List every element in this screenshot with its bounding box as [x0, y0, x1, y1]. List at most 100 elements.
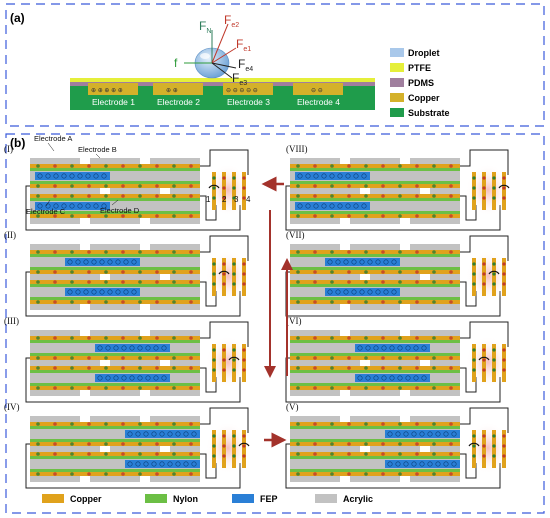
- copper-bar: [212, 172, 216, 210]
- panel-a-label: (a): [10, 11, 25, 25]
- bar-number-3: 3: [234, 195, 239, 204]
- copper-bar: [502, 430, 506, 468]
- fe1-vector: [211, 47, 237, 64]
- fep-slider: [295, 172, 370, 180]
- svg-text:⊖ ⊖ ⊖ ⊖ ⊖: ⊖ ⊖ ⊖ ⊖ ⊖: [226, 88, 258, 94]
- svg-text:⊖ ⊖: ⊖ ⊖: [311, 88, 323, 94]
- copper-bar: [232, 172, 236, 210]
- legend-swatch-ptfe: [390, 63, 404, 72]
- stage-label: (I): [4, 144, 13, 154]
- stage-label: (IV): [4, 402, 20, 412]
- legend-label-acrylic: Acrylic: [343, 494, 373, 504]
- stage-label: (VI): [286, 316, 302, 326]
- copper-bar: [482, 258, 486, 296]
- copper-bar: [232, 258, 236, 296]
- legend-swatch-acrylic: [315, 494, 337, 503]
- copper-bar: [472, 430, 476, 468]
- stage-label: (VIII): [286, 144, 308, 154]
- copper-bar: [482, 172, 486, 210]
- copper-bar: [492, 258, 496, 296]
- fe2-label: Fe2: [224, 13, 239, 29]
- copper-bar: [472, 172, 476, 210]
- stage-label: (III): [4, 316, 19, 326]
- stage-5: (V): [285, 402, 510, 489]
- electrode-b-label: Electrode B: [78, 145, 117, 154]
- copper-bar: [212, 344, 216, 382]
- fep-slider: [125, 460, 200, 468]
- electrode-a-label: Electrode A: [34, 134, 72, 143]
- fep-slider: [325, 288, 400, 296]
- electrode-1-label: Electrode 1: [92, 97, 135, 107]
- copper-bar: [502, 344, 506, 382]
- panel-a-device: ⊕ ⊕ ⊕ ⊕ ⊕ ⊕ ⊕ ⊖ ⊖ ⊖ ⊖ ⊖ ⊖ ⊖: [70, 78, 375, 110]
- legend-label-copper-b: Copper: [70, 494, 102, 504]
- bar-number-2: 2: [222, 195, 227, 204]
- copper-bar: [222, 172, 226, 210]
- fep-slider: [95, 344, 170, 352]
- stage-label: (V): [286, 402, 299, 412]
- stage-3: (III): [4, 316, 250, 403]
- legend-label-ptfe: PTFE: [408, 63, 431, 73]
- bar-number-1: 1: [206, 195, 211, 204]
- copper-bar: [242, 344, 246, 382]
- stage-label: (VII): [286, 230, 305, 240]
- panel-a-legend: Droplet PTFE PDMS Copper Substrate: [390, 48, 450, 118]
- copper-bar: [482, 344, 486, 382]
- legend-label-nylon: Nylon: [173, 494, 198, 504]
- copper-bar: [482, 430, 486, 468]
- copper-bar: [242, 172, 246, 210]
- stage-1: (I): [4, 144, 250, 231]
- electrode-2-label: Electrode 2: [157, 97, 200, 107]
- copper-bar: [232, 344, 236, 382]
- copper-bar: [222, 258, 226, 296]
- fep-slider: [355, 344, 430, 352]
- fe2-vector: [211, 23, 229, 64]
- fep-slider: [65, 288, 140, 296]
- bar-number-4: 4: [246, 195, 251, 204]
- svg-text:⊕ ⊕: ⊕ ⊕: [166, 88, 178, 94]
- copper-bar: [232, 430, 236, 468]
- stage-6: (VI): [285, 316, 510, 403]
- copper-bar: [492, 430, 496, 468]
- fep-slider: [385, 460, 460, 468]
- copper-bar: [212, 258, 216, 296]
- fep-slider: [325, 258, 400, 266]
- legend-swatch-pdms: [390, 78, 404, 87]
- electrode-3-label: Electrode 3: [227, 97, 270, 107]
- stage-8: (VIII): [285, 144, 510, 231]
- fe4-label: Fe4: [238, 57, 253, 73]
- legend-label-pdms: PDMS: [408, 78, 434, 88]
- legend-swatch-nylon: [145, 494, 167, 503]
- legend-label-droplet: Droplet: [408, 48, 440, 58]
- fep-slider: [35, 202, 110, 210]
- fep-slider: [385, 430, 460, 438]
- legend-swatch-copper: [390, 93, 404, 102]
- fep-slider: [35, 172, 110, 180]
- panel-b-legend: Copper Nylon FEP Acrylic: [42, 494, 373, 504]
- fe3-vector: [211, 62, 233, 79]
- copper-bar: [222, 430, 226, 468]
- legend-label-copper: Copper: [408, 93, 440, 103]
- legend-label-fep: FEP: [260, 494, 278, 504]
- electrode-d-label: Electrode D: [100, 206, 140, 215]
- panel-b-label: (b): [10, 136, 25, 150]
- fep-slider: [95, 374, 170, 382]
- copper-bar: [472, 258, 476, 296]
- panel-b-frame: [5, 133, 545, 514]
- copper-bar: [492, 344, 496, 382]
- f-label: f: [174, 56, 178, 70]
- copper-bar: [492, 172, 496, 210]
- fep-slider: [295, 202, 370, 210]
- copper-bar: [502, 172, 506, 210]
- stage-2: (II): [4, 230, 250, 317]
- stage-label: (II): [4, 230, 16, 240]
- fe4-vector: [211, 62, 237, 69]
- fep-slider: [355, 374, 430, 382]
- legend-swatch-droplet: [390, 48, 404, 57]
- copper-bar: [242, 430, 246, 468]
- fep-slider: [125, 430, 200, 438]
- stage-4: (IV): [4, 402, 250, 489]
- copper-bar: [502, 258, 506, 296]
- copper-bar: [222, 344, 226, 382]
